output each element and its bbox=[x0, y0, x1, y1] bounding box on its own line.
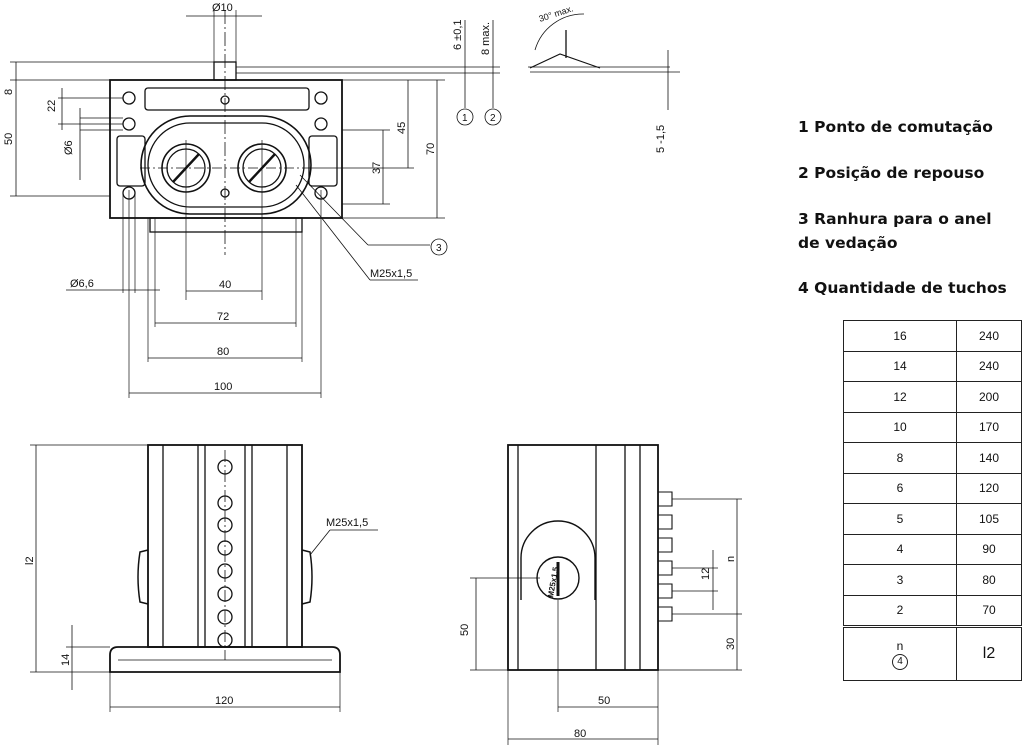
label-dim30: 30 bbox=[725, 638, 737, 650]
cell-n: 4 bbox=[843, 533, 957, 565]
top-view bbox=[10, 10, 680, 398]
cell-n: 5 bbox=[843, 503, 957, 535]
legend-item-3-line2: de vedação bbox=[798, 234, 898, 252]
label-angle: 30° max. bbox=[538, 3, 575, 24]
legend-item-3-line1: 3 Ranhura para o anel bbox=[798, 210, 992, 228]
legend-item-3: 3 Ranhura para o anel de vedação bbox=[798, 207, 992, 255]
label-dim14: 14 bbox=[60, 654, 72, 666]
cell-l2: 140 bbox=[956, 442, 1022, 474]
cell-n: 8 bbox=[843, 442, 957, 474]
label-ref3: 3 bbox=[436, 243, 442, 254]
label-d6: Ø6 bbox=[63, 140, 75, 155]
label-d66: Ø6,6 bbox=[70, 278, 94, 290]
dimension-labels: Ø10 Ø6 Ø6,6 M25x1,5 8 22 50 45 70 37 40 … bbox=[3, 2, 737, 740]
cell-n: 6 bbox=[843, 472, 957, 504]
cell-l2: 200 bbox=[956, 381, 1022, 413]
label-stroke: 5 -1,5 bbox=[655, 125, 667, 153]
legend-item-2: 2 Posição de repouso bbox=[798, 164, 985, 182]
label-dim120: 120 bbox=[215, 695, 233, 707]
label-dim6tol: 6 ±0,1 bbox=[452, 19, 464, 50]
cell-n: 2 bbox=[843, 594, 957, 627]
cell-l2: 170 bbox=[956, 411, 1022, 443]
label-l2: l2 bbox=[24, 556, 36, 565]
label-dim40: 40 bbox=[219, 279, 231, 291]
side-view bbox=[470, 444, 742, 745]
label-dim72: 72 bbox=[217, 311, 229, 323]
label-d10: Ø10 bbox=[212, 2, 233, 14]
footer-l2-label: l2 bbox=[956, 625, 1022, 681]
cell-l2: 105 bbox=[956, 503, 1022, 535]
label-ref1: 1 bbox=[462, 113, 468, 124]
label-dim8max: 8 max. bbox=[480, 22, 492, 55]
label-dim-n: n bbox=[725, 556, 737, 562]
legend-item-1: 1 Ponto de comutação bbox=[798, 118, 993, 136]
label-dim45: 45 bbox=[396, 122, 408, 134]
legend-item-4: 4 Quantidade de tuchos bbox=[798, 279, 1007, 297]
label-dim70: 70 bbox=[425, 143, 437, 155]
label-dim22: 22 bbox=[46, 100, 58, 112]
cell-l2: 240 bbox=[956, 320, 1022, 352]
footer-n-label: n bbox=[896, 638, 904, 653]
label-dim50: 50 bbox=[3, 133, 15, 145]
label-side-dim50b: 50 bbox=[598, 695, 610, 707]
cell-n: 10 bbox=[843, 411, 957, 443]
cell-n: 16 bbox=[843, 320, 957, 352]
cell-l2: 80 bbox=[956, 564, 1022, 596]
label-dim12: 12 bbox=[700, 568, 712, 580]
cell-n: 12 bbox=[843, 381, 957, 413]
table-footer-row: n 4 l2 bbox=[843, 625, 1022, 681]
label-dim8: 8 bbox=[3, 89, 15, 95]
cell-l2: 70 bbox=[956, 594, 1022, 627]
label-ref2: 2 bbox=[490, 113, 496, 124]
label-dim37: 37 bbox=[371, 162, 383, 174]
cell-n: 3 bbox=[843, 564, 957, 596]
label-side-dim80: 80 bbox=[574, 728, 586, 740]
cell-l2: 240 bbox=[956, 350, 1022, 382]
cell-n: 14 bbox=[843, 350, 957, 382]
label-side-dim50: 50 bbox=[459, 624, 471, 636]
front-view bbox=[30, 444, 378, 712]
label-dim100: 100 bbox=[214, 381, 232, 393]
cell-l2: 120 bbox=[956, 472, 1022, 504]
label-m25-top: M25x1,5 bbox=[370, 268, 412, 280]
label-m25-front: M25x1,5 bbox=[326, 517, 368, 529]
label-dim80: 80 bbox=[217, 346, 229, 358]
cell-l2: 90 bbox=[956, 533, 1022, 565]
footer-ref-4: 4 bbox=[892, 653, 908, 670]
footer-cell-n: n 4 bbox=[843, 625, 957, 681]
